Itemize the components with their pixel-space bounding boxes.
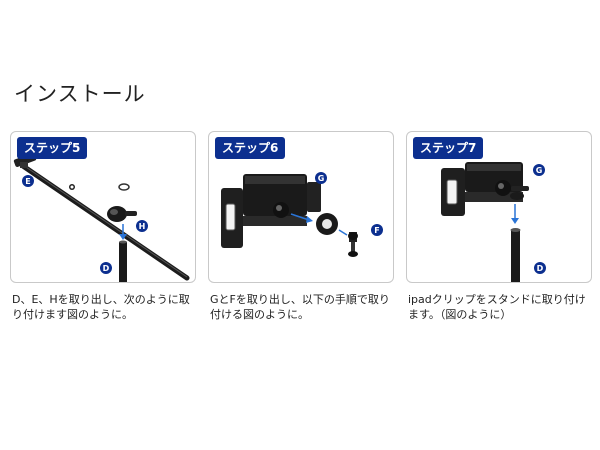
step-5-card: ステップ5 E xyxy=(10,131,196,283)
step-6-caption: GとFを取り出し、以下の手順で取り付ける図のように。 xyxy=(210,293,390,321)
step-7-caption: ipadクリップをスタンドに取り付けます。（図のように） xyxy=(408,293,586,321)
step-6-label-f: F xyxy=(371,224,383,236)
step-6: ステップ6 xyxy=(208,131,394,322)
step-7: ステップ7 G D xyxy=(406,131,592,322)
step-5-label-e: E xyxy=(22,175,34,187)
step-7-label-g: G xyxy=(533,164,545,176)
step-5-badge: ステップ5 xyxy=(17,137,88,159)
step-5-illustration: E H D xyxy=(13,153,190,282)
step-6-badge: ステップ6 xyxy=(215,137,286,159)
svg-text:H: H xyxy=(139,222,146,231)
svg-text:F: F xyxy=(374,226,379,235)
step-7-card: ステップ7 G D xyxy=(406,131,592,283)
step-6-label-g: G xyxy=(315,172,327,184)
page-title: インストール xyxy=(14,82,146,106)
step-5-label-h: H xyxy=(136,220,148,232)
svg-text:E: E xyxy=(25,177,30,186)
step-7-badge: ステップ7 xyxy=(413,137,484,159)
step-5: ステップ5 E xyxy=(10,131,196,322)
step-7-illustration: G D xyxy=(441,162,546,282)
step-6-illustration: G F xyxy=(221,172,383,257)
svg-text:G: G xyxy=(318,174,325,183)
svg-text:G: G xyxy=(536,166,543,175)
step-5-caption: D、E、Hを取り出し、次のように取り付けます図のように。 xyxy=(12,293,190,321)
step-7-label-d: D xyxy=(534,262,546,274)
svg-text:D: D xyxy=(537,264,544,273)
svg-text:D: D xyxy=(103,264,110,273)
step-6-card: ステップ6 xyxy=(208,131,394,283)
step-5-label-d: D xyxy=(100,262,112,274)
